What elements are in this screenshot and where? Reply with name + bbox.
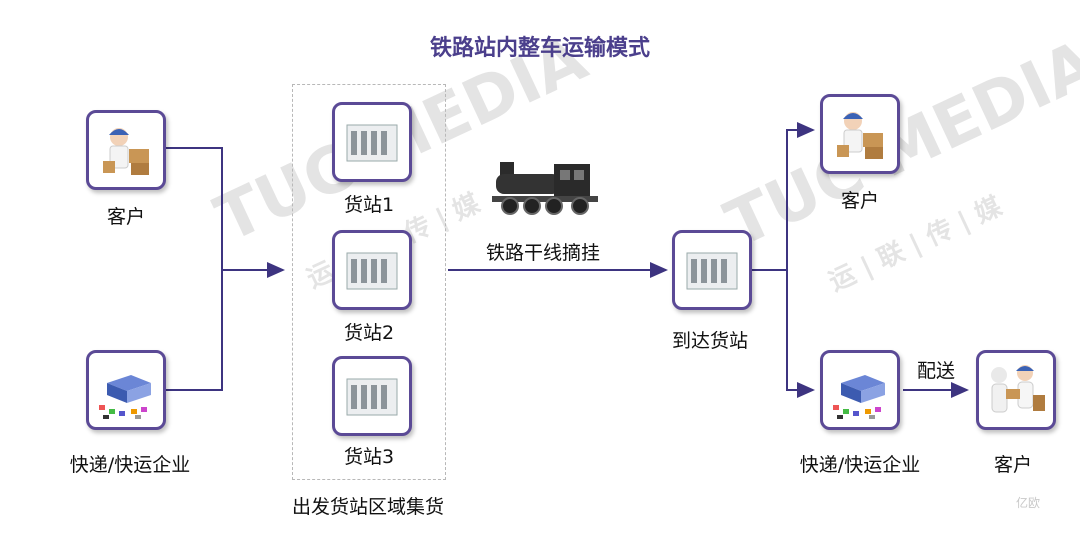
station-1-label: 货站1: [343, 194, 395, 216]
warehouse-icon: [346, 252, 398, 290]
arrow-to-customer-top: [786, 122, 815, 270]
courier-with-boxes-icon: [837, 112, 883, 159]
steam-locomotive-icon: [492, 162, 598, 215]
corner-watermark-text: 亿欧: [1016, 496, 1041, 510]
station-2-node: [332, 230, 412, 310]
express-sorting-center-icon: [833, 375, 885, 419]
delivery-handoff-icon: [991, 365, 1045, 413]
arrow-to-express-right: [786, 270, 815, 398]
warehouse-icon: [346, 378, 398, 416]
diagram-title: 铁路站内整车运输模式: [429, 36, 650, 61]
station-3-node: [332, 356, 412, 436]
arrival-station-node: [672, 230, 752, 310]
warehouse-icon: [346, 124, 398, 162]
customer-right-top-node: [820, 94, 900, 174]
customer-right-top-label: 客户: [840, 190, 879, 212]
express-left-label: 快递/快运企业: [69, 454, 191, 476]
delivery-label: 配送: [916, 360, 955, 382]
rail-link-label: 铁路干线摘挂: [485, 242, 600, 264]
station-2-label: 货站2: [343, 322, 395, 344]
corner-watermark: 亿欧: [1016, 494, 1040, 511]
station-1-node: [332, 102, 412, 182]
express-left-node: [86, 350, 166, 430]
warehouse-icon: [686, 252, 738, 290]
customer-right-bottom-label: 客户: [993, 454, 1032, 476]
station-3-label: 货站3: [343, 446, 395, 468]
express-sorting-center-icon: [99, 375, 151, 419]
customer-left-node: [86, 110, 166, 190]
courier-with-boxes-icon: [103, 128, 149, 175]
express-right-node: [820, 350, 900, 430]
origin-area-label: 出发货站区域集货: [291, 496, 444, 518]
line-express-to-merge: [163, 270, 223, 391]
customer-left-label: 客户: [106, 206, 145, 228]
line-customer-to-merge: [163, 147, 223, 270]
express-right-label: 快递/快运企业: [799, 454, 921, 476]
customer-right-bottom-node: [976, 350, 1056, 430]
arrival-station-label: 到达货站: [671, 330, 748, 352]
origin-station-area: [292, 84, 446, 480]
